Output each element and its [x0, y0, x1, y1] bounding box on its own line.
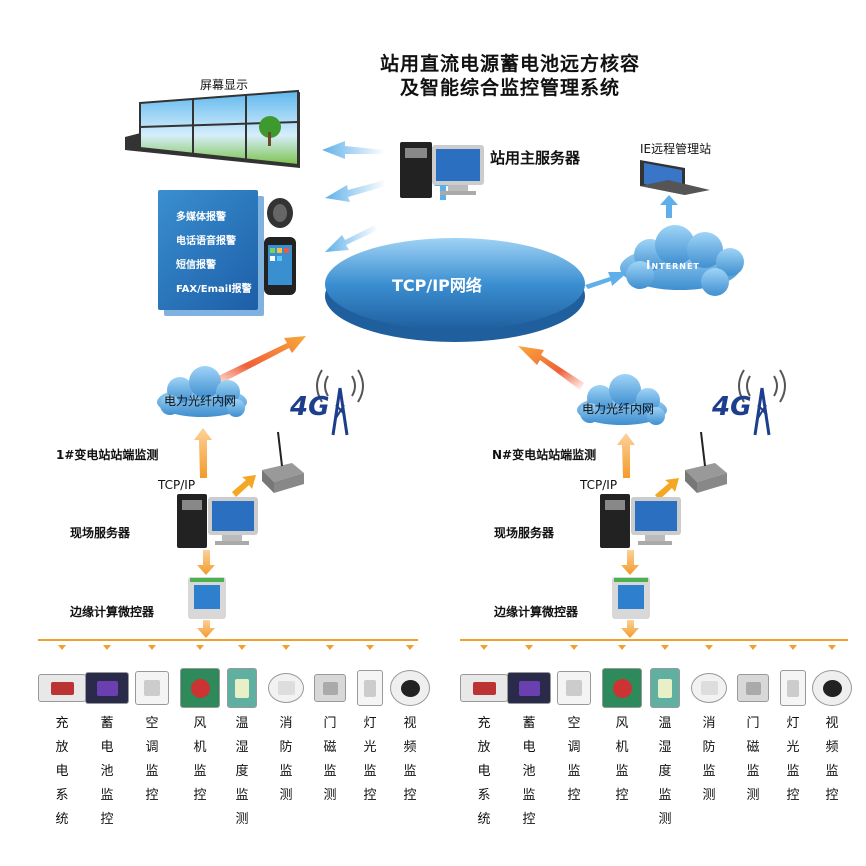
battery-icon — [507, 672, 551, 704]
thermo-icon — [227, 668, 257, 708]
server-to-router-arrow-right — [655, 478, 679, 500]
smoke-detector-icon — [691, 673, 727, 703]
charger-icon — [460, 674, 508, 702]
video-wall-icon — [125, 89, 300, 168]
page-title: 站用直流电源蓄电池远方核容 及智能综合监控管理系统 — [379, 53, 640, 99]
aircon-icon — [135, 671, 169, 705]
tcpip-label-left: TCP/IP — [158, 478, 196, 492]
uplink-arrow-left — [210, 336, 306, 387]
alarm-item: 短信报警 — [176, 260, 216, 271]
fiber-cloud-right-icon — [577, 374, 667, 425]
4g-label-right: 4G — [712, 392, 752, 422]
alarm-item: 电话语音报警 — [176, 236, 236, 247]
device-label: 充放电系统 — [55, 716, 69, 827]
main-server-label: 站用主服务器 — [490, 149, 581, 167]
4g-tower-left-icon — [316, 369, 364, 436]
server-to-controller-arrow-right — [621, 550, 639, 575]
alarm-item: FAX/Email报警 — [176, 284, 252, 295]
local-server-right-icon — [600, 494, 681, 548]
speaker-icon — [267, 198, 293, 228]
device-label: 充放电系统 — [477, 716, 491, 827]
4g-router-left-icon — [262, 431, 304, 493]
ie-station-label: IE远程管理站 — [640, 142, 712, 156]
4g-label-left: 4G — [290, 392, 330, 422]
camera-icon — [812, 670, 852, 706]
aircon-icon — [557, 671, 591, 705]
device-label: 消防监测 — [279, 716, 293, 803]
server-to-fiber-arrow-left — [194, 428, 212, 478]
controller-to-bus-arrow-left — [197, 620, 215, 638]
tcpip-network-icon — [325, 238, 585, 342]
device-label: 空调监控 — [567, 716, 581, 803]
device-label: 门磁监测 — [746, 716, 760, 803]
fan-icon — [180, 668, 220, 708]
fiber-label-left: 电力光纤内网 — [164, 394, 237, 408]
server-to-fiber-arrow-right — [617, 433, 635, 478]
device-label: 风机监控 — [193, 716, 207, 803]
battery-icon — [85, 672, 129, 704]
server-to-router-arrow-left — [232, 475, 256, 497]
uplink-arrow-right — [518, 346, 584, 390]
tcpip-label-right: TCP/IP — [580, 478, 618, 492]
4g-tower-right-icon — [738, 369, 786, 436]
server-to-controller-arrow-left — [197, 550, 215, 575]
device-label: 视频监控 — [403, 716, 417, 803]
4g-router-right-icon — [685, 431, 727, 493]
alarm-item: 多媒体报警 — [176, 212, 226, 223]
server-label-right: 现场服务器 — [494, 526, 555, 540]
device-label: 温湿度监测 — [658, 716, 672, 827]
screen-label: 屏幕显示 — [200, 78, 249, 92]
edge-controller-left-icon — [188, 577, 226, 619]
local-server-left-icon — [177, 494, 258, 548]
device-label: 消防监测 — [702, 716, 716, 803]
network-label: TCP/IP网络 — [392, 276, 482, 295]
controller-label-right: 边缘计算微控器 — [494, 605, 579, 619]
bulb-icon — [780, 670, 806, 706]
thermo-icon — [650, 668, 680, 708]
device-label: 风机监控 — [615, 716, 629, 803]
charger-icon — [38, 674, 86, 702]
device-label: 蓄电池监控 — [522, 716, 536, 827]
bulb-icon — [357, 670, 383, 706]
device-label: 蓄电池监控 — [100, 716, 114, 827]
bus-drops-left — [58, 645, 414, 650]
laptop-icon — [640, 160, 710, 195]
device-label: 门磁监测 — [323, 716, 337, 803]
device-label: 空调监控 — [145, 716, 159, 803]
edge-controller-right-icon — [612, 577, 650, 619]
door-sensor-icon — [737, 674, 769, 702]
device-label: 视频监控 — [825, 716, 839, 803]
fiber-cloud-left-icon — [157, 366, 247, 417]
phone-icon — [264, 237, 296, 295]
device-label: 灯光监控 — [363, 716, 377, 803]
main-server-icon — [400, 142, 484, 198]
server-label-left: 现场服务器 — [70, 526, 131, 540]
output-arrows — [322, 141, 678, 289]
device-label: 灯光监控 — [786, 716, 800, 803]
smoke-detector-icon — [268, 673, 304, 703]
station-label-left: 1#变电站站端监测 — [56, 448, 159, 462]
controller-to-bus-arrow-right — [621, 620, 639, 638]
station-label-right: N#变电站站端监测 — [492, 448, 597, 462]
bus-drops-right — [480, 645, 836, 650]
controller-label-left: 边缘计算微控器 — [70, 605, 155, 619]
internet-cloud-icon — [620, 225, 744, 296]
fan-icon — [602, 668, 642, 708]
camera-icon — [390, 670, 430, 706]
device-label: 温湿度监测 — [235, 716, 249, 827]
door-sensor-icon — [314, 674, 346, 702]
fiber-label-right: 电力光纤内网 — [582, 402, 655, 416]
alarm-panel: 多媒体报警 电话语音报警 短信报警 FAX/Email报警 — [158, 190, 258, 310]
internet-label: Internet — [646, 258, 700, 272]
